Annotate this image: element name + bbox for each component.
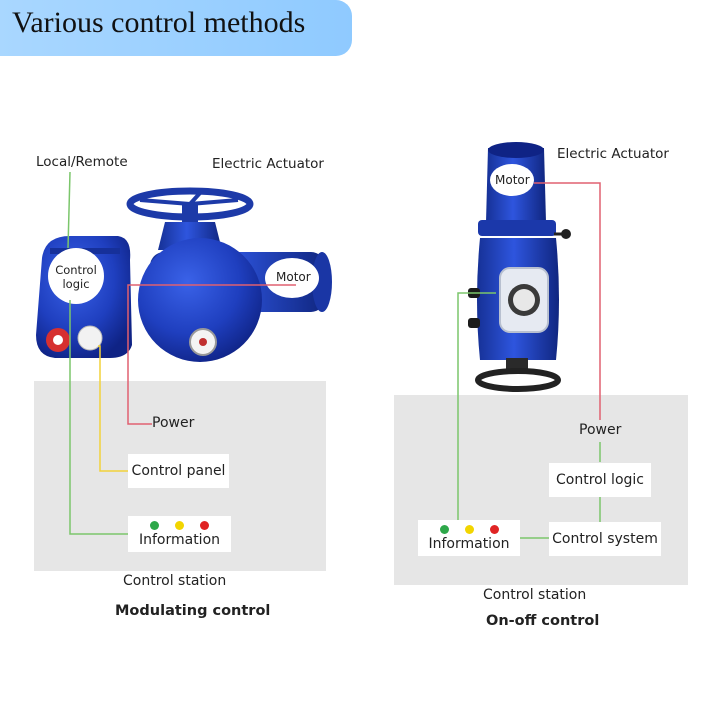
green-status-dot: [439, 525, 449, 534]
information-label-right: Information: [428, 536, 510, 552]
power-line-right: [534, 182, 601, 420]
control-panel-line-left: [98, 345, 128, 472]
on-off-control-caption: On-off control: [486, 613, 600, 629]
red-status-dot: [200, 521, 209, 530]
electric-actuator-label-left: Electric Actuator: [212, 156, 324, 172]
motor-label-left: Motor: [276, 270, 311, 284]
left-actuator-illustration: [36, 187, 332, 362]
modulating-control-caption: Modulating control: [115, 603, 271, 619]
information-box-left: Information: [128, 516, 231, 552]
control-station-label-right: Control station: [483, 587, 587, 603]
yellow-status-dot: [175, 521, 184, 530]
electric-actuator-label-right: Electric Actuator: [557, 146, 669, 162]
information-line-right: [457, 292, 496, 522]
power-line-left: [127, 284, 296, 425]
yellow-status-dot: [464, 525, 474, 534]
information-label-left: Information: [138, 532, 221, 548]
green-status-dot: [150, 521, 159, 530]
control-station-label-left: Control station: [123, 573, 227, 589]
right-actuator-illustration: [468, 142, 571, 392]
control-system-box-right: Control system: [549, 522, 661, 556]
motor-label-right: Motor: [495, 173, 530, 187]
page-title: Various control methods: [12, 6, 306, 39]
control-logic-box-right: Control logic: [549, 463, 651, 497]
red-status-dot: [489, 525, 499, 534]
information-line-left: [69, 300, 128, 535]
local-remote-leader: [67, 171, 71, 249]
information-box-right: Information: [418, 520, 520, 556]
title-banner: [0, 0, 352, 56]
control-panel-box-left: Control panel: [128, 454, 229, 488]
power-label-right: Power: [579, 422, 622, 438]
power-label-left: Power: [152, 415, 195, 431]
control-logic-label-left: Control logic: [55, 263, 97, 291]
local-remote-label: Local/Remote: [36, 154, 128, 170]
